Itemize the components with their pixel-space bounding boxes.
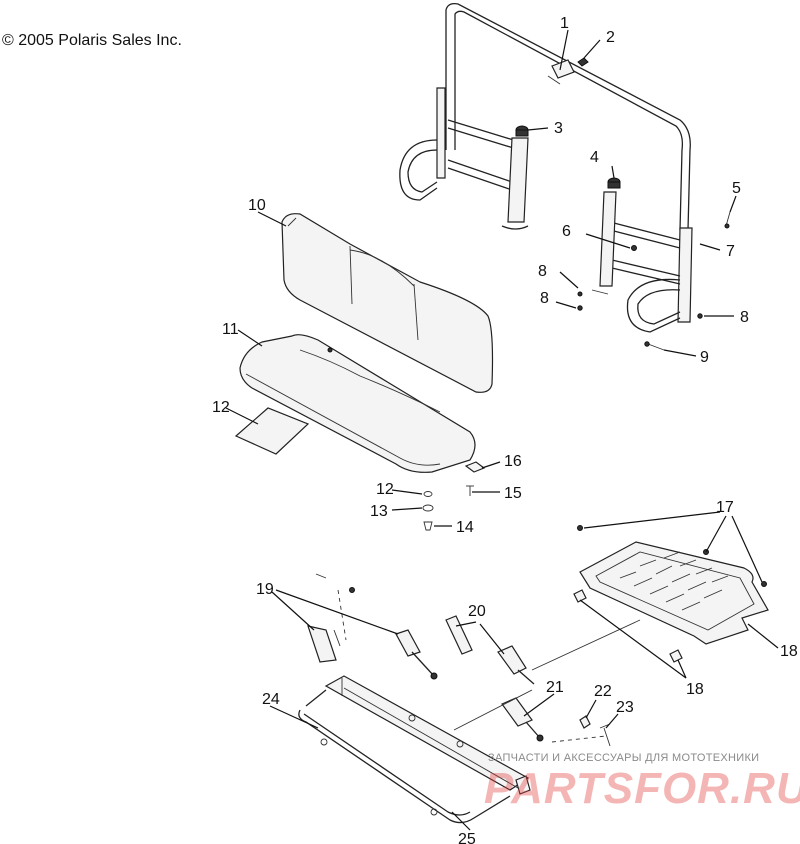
seat-back-part	[281, 213, 494, 393]
seat-frame-part	[399, 2, 693, 333]
callout-6: 5	[732, 180, 741, 197]
callout-13: 17	[716, 499, 734, 516]
callout-8: 12	[376, 481, 394, 498]
bushing-part	[515, 125, 621, 189]
callout-7: 7	[726, 243, 735, 260]
callout-11: 6	[562, 223, 571, 240]
callout-20: 24	[262, 691, 280, 708]
seat-bottom-part	[239, 334, 476, 473]
strut-parts	[307, 573, 611, 747]
assembly-guides	[337, 589, 641, 743]
callout-14: 18	[780, 643, 798, 660]
callout-24: 15	[504, 485, 522, 502]
leader-lines	[225, 29, 779, 831]
callout-12: 4	[590, 149, 599, 166]
callout-4: 1	[560, 15, 569, 32]
callout-18: 21	[546, 679, 564, 696]
callout-3: 10	[248, 197, 266, 214]
callout-22: 13	[370, 503, 388, 520]
callout-10: 8	[538, 263, 547, 280]
callout-9: 9	[700, 349, 709, 366]
callout-12: 3	[554, 120, 563, 137]
callout-8: 8	[540, 290, 549, 307]
pan-fasteners	[573, 525, 767, 663]
frame-hardware	[577, 57, 731, 351]
watermark-tagline: ЗАПЧАСТИ И АКСЕССУАРЫ ДЛЯ МОТОТЕХНИКИ	[488, 752, 760, 764]
storage-pan-part	[579, 541, 769, 645]
callout-19: 25	[458, 831, 476, 844]
callout-5: 2	[606, 29, 615, 46]
label-part	[234, 407, 310, 455]
callout-16: 23	[616, 699, 634, 716]
callout-1: 12	[212, 399, 230, 416]
callout-labels: 1 2 3 4 5 6 7 8 8 8 9 10 11 12 12 13 14 …	[212, 15, 798, 844]
callout-2: 11	[222, 321, 239, 338]
callout-25: 16	[504, 453, 522, 470]
pan-slots	[619, 551, 729, 611]
callout-15: 18	[686, 681, 704, 698]
callout-21: 20	[468, 603, 486, 620]
base-frame-part	[298, 675, 531, 824]
callout-23: 14	[456, 519, 474, 536]
seat-hardware	[422, 461, 486, 531]
watermark-logo: PARTSFOR.RU	[484, 764, 800, 813]
callout-18: 19	[256, 581, 274, 598]
callout-17: 22	[594, 683, 612, 700]
callout-8: 8	[740, 309, 749, 326]
copyright-notice: © 2005 Polaris Sales Inc.	[2, 32, 182, 49]
